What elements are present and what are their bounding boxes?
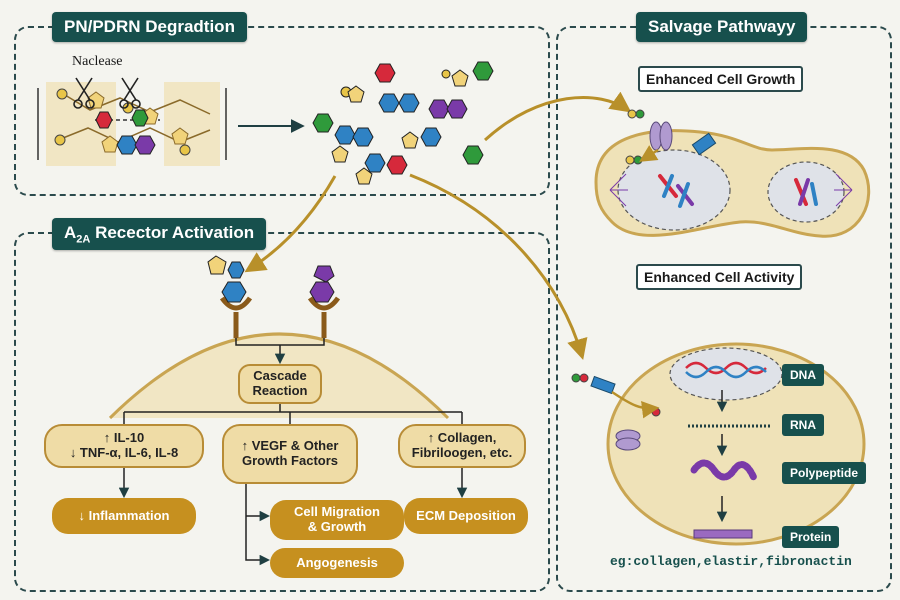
outcome-inflammation: ↓ Inflammation xyxy=(52,498,196,534)
receptor-title-prefix: A xyxy=(64,223,77,242)
step-protein: Protein xyxy=(782,526,840,548)
chromosome-icon xyxy=(794,178,818,206)
expression-cell xyxy=(606,342,866,546)
receptor-panel xyxy=(14,232,550,592)
cell-activity-label: Enhanced Cell Activity xyxy=(636,264,803,290)
effect-box-collagen: ↑ Collagen, Fibriloogen, etc. xyxy=(398,424,526,468)
spindle-fibers xyxy=(609,173,853,207)
effect-line: ↓ TNF-α, IL-6, IL-8 xyxy=(69,445,179,460)
cascade-box: Cascade Reaction xyxy=(238,364,322,404)
cell-growth-label: Enhanced Cell Growth xyxy=(638,66,804,92)
step-rna: RNA xyxy=(782,414,824,436)
protein-examples: eg:collagen,elastir,fibronactin xyxy=(610,554,852,569)
effect-line: ↑ VEGF & Other xyxy=(241,438,339,454)
polypeptide-strand xyxy=(690,459,758,482)
outcome-line: ↓ Inflammation xyxy=(78,507,170,523)
step-polypeptide: Polypeptide xyxy=(782,462,867,484)
arrow-to-receptor xyxy=(244,175,337,273)
salvage-title: Salvage Pathwayy xyxy=(636,12,808,42)
cascade-line: Cascade xyxy=(253,368,307,384)
effect-box-cytokines: ↑ IL-10 ↓ TNF-α, IL-6, IL-8 xyxy=(44,424,204,468)
receptor-icon xyxy=(307,265,341,338)
receptor-icon xyxy=(207,255,253,338)
arrow-to-nucleus xyxy=(409,173,588,361)
degradation-title: PN/PDRN Degradtion xyxy=(52,12,247,42)
nucleus-uptake-arrow xyxy=(611,390,660,419)
outcome-line: ECM Deposition xyxy=(416,507,516,523)
effect-line: Fibriloogen, etc. xyxy=(411,445,513,460)
receptor-title-suffix: Recector Activation xyxy=(90,223,255,242)
step-dna: DNA xyxy=(782,364,824,386)
effect-line: ↑ Collagen, xyxy=(427,430,497,446)
protein-fiber xyxy=(693,529,753,539)
arrow-to-salvage xyxy=(483,91,632,142)
transporter-icon xyxy=(625,109,717,165)
outcome-angiogenesis: Angogenesis xyxy=(270,548,404,578)
uptake-arrow xyxy=(639,145,659,162)
cascade-line: Reaction xyxy=(252,383,308,398)
receptor-title-subscript: 2A xyxy=(76,233,91,246)
chromosome-icon xyxy=(658,174,694,208)
dna-helix-icon xyxy=(685,361,767,379)
cell-nucleus xyxy=(617,149,731,231)
receptor-title: A2A Recector Activation xyxy=(52,218,267,251)
dna-strand-graphic xyxy=(37,82,227,166)
outcome-line: & Growth xyxy=(307,519,367,534)
outcome-line: Angogenesis xyxy=(296,554,378,570)
outcome-line: Cell Migration xyxy=(294,504,380,520)
outcome-ecm-deposition: ECM Deposition xyxy=(404,498,528,534)
effect-arrow xyxy=(245,484,271,566)
effect-box-growth-factors: ↑ VEGF & Other Growth Factors xyxy=(222,424,358,484)
outcome-cell-migration: Cell Migration & Growth xyxy=(270,500,404,540)
effect-line: Growth Factors xyxy=(241,453,339,468)
effect-line: ↑ IL-10 xyxy=(103,430,145,446)
degradation-panel xyxy=(14,26,550,196)
free-nucleotides xyxy=(312,61,494,185)
enzyme-label: Naclease xyxy=(72,54,123,69)
scissors-icon xyxy=(73,77,141,109)
